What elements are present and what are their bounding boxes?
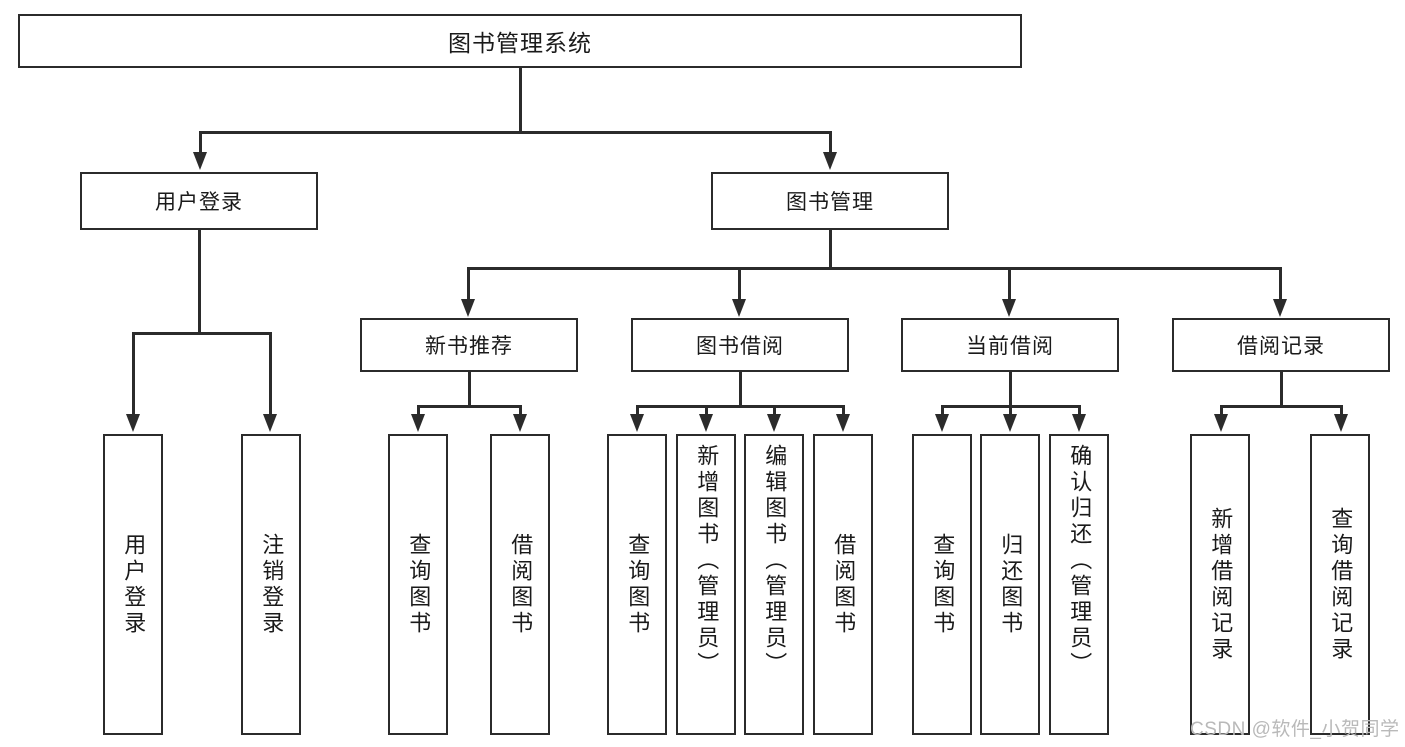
leaf-borrow-book-1[interactable]: 借阅图书	[490, 434, 550, 735]
leaf-add-record[interactable]: 新增借阅记录	[1190, 434, 1250, 735]
connector-borrow-record-drop-2	[1340, 405, 1343, 417]
leaf-label: 查询图书	[930, 532, 956, 637]
connector-lvl3-drop-3	[1008, 267, 1011, 301]
node-user-login[interactable]: 用户登录	[80, 172, 318, 230]
arrowhead-leaf-logout	[263, 414, 277, 432]
arrowhead-borrow-record	[1273, 299, 1287, 317]
connector-borrow-record-bus	[1220, 405, 1342, 408]
connector-root-stem	[519, 68, 522, 133]
connector-book-borrow-stem	[739, 372, 742, 408]
connector-user-login-drop-1	[132, 332, 135, 416]
node-borrow-record[interactable]: 借阅记录	[1172, 318, 1390, 372]
node-label: 当前借阅	[966, 335, 1054, 358]
connector-root-bus	[199, 131, 832, 134]
arrowhead-leaf-borrow-book-2	[836, 414, 850, 432]
node-label: 图书借阅	[696, 335, 784, 358]
node-book-management[interactable]: 图书管理	[711, 172, 949, 230]
connector-borrow-record-stem	[1280, 372, 1283, 408]
connector-lvl3-drop-4	[1279, 267, 1282, 301]
arrowhead-leaf-borrow-book-1	[513, 414, 527, 432]
arrowhead-leaf-add-book	[699, 414, 713, 432]
arrowhead-leaf-add-record	[1214, 414, 1228, 432]
arrowhead-leaf-confirm-return	[1072, 414, 1086, 432]
arrowhead-leaf-return-book	[1003, 414, 1017, 432]
connector-current-borrow-drop-1	[941, 405, 944, 417]
arrowhead-leaf-query-record	[1334, 414, 1348, 432]
node-label: 用户登录	[155, 191, 243, 214]
leaf-label: 新增借阅记录	[1208, 506, 1234, 663]
node-new-book-recommend[interactable]: 新书推荐	[360, 318, 578, 372]
leaf-add-book[interactable]: 新增图书（管理员）	[676, 434, 736, 735]
arrowhead-leaf-user-login	[126, 414, 140, 432]
node-current-borrow[interactable]: 当前借阅	[901, 318, 1119, 372]
arrowhead-leaf-query-book-2	[630, 414, 644, 432]
arrowhead-leaf-query-book-1	[411, 414, 425, 432]
connector-current-borrow-drop-2	[1009, 405, 1012, 417]
connector-new-book-drop-1	[417, 405, 420, 417]
leaf-borrow-book-2[interactable]: 借阅图书	[813, 434, 873, 735]
csdn-watermark: CSDN @软件_小贺同学	[1190, 719, 1400, 740]
connector-new-book-drop-2	[519, 405, 522, 417]
connector-user-login-stem	[198, 230, 201, 334]
leaf-edit-book[interactable]: 编辑图书（管理员）	[744, 434, 804, 735]
node-label: 图书管理系统	[448, 30, 592, 56]
node-label: 图书管理	[786, 191, 874, 214]
leaf-logout[interactable]: 注销登录	[241, 434, 301, 735]
node-label: 借阅记录	[1237, 335, 1325, 358]
connector-borrow-record-drop-1	[1220, 405, 1223, 417]
connector-new-book-bus	[417, 405, 521, 408]
connector-user-login-bus	[132, 332, 271, 335]
connector-book-borrow-drop-3	[773, 405, 776, 417]
node-label: 新书推荐	[425, 335, 513, 358]
connector-book-management-stem	[829, 230, 832, 270]
connector-lvl3-drop-1	[467, 267, 470, 301]
leaf-label: 编辑图书（管理员）	[762, 444, 788, 678]
node-book-borrow[interactable]: 图书借阅	[631, 318, 849, 372]
leaf-label: 查询图书	[406, 532, 432, 637]
leaf-query-book-1[interactable]: 查询图书	[388, 434, 448, 735]
connector-current-borrow-drop-3	[1078, 405, 1081, 417]
connector-book-borrow-drop-2	[705, 405, 708, 417]
connector-book-borrow-drop-1	[636, 405, 639, 417]
leaf-query-book-3[interactable]: 查询图书	[912, 434, 972, 735]
connector-lvl3-drop-2	[738, 267, 741, 301]
leaf-label: 借阅图书	[831, 532, 857, 637]
leaf-label: 归还图书	[998, 532, 1024, 637]
leaf-label: 用户登录	[121, 532, 147, 637]
connector-book-management-bus	[467, 267, 1282, 270]
leaf-query-record[interactable]: 查询借阅记录	[1310, 434, 1370, 735]
leaf-label: 确认归还（管理员）	[1067, 444, 1093, 678]
connector-new-book-stem	[468, 372, 471, 408]
arrowhead-new-book-recommend	[461, 299, 475, 317]
connector-root-drop-right	[829, 131, 832, 156]
connector-book-borrow-drop-4	[842, 405, 845, 417]
arrowhead-book-borrow	[732, 299, 746, 317]
connector-book-borrow-bus	[636, 405, 844, 408]
connector-user-login-drop-2	[269, 332, 272, 416]
leaf-confirm-return[interactable]: 确认归还（管理员）	[1049, 434, 1109, 735]
leaf-label: 注销登录	[259, 532, 285, 637]
leaf-label: 新增图书（管理员）	[694, 444, 720, 678]
arrowhead-current-borrow	[1002, 299, 1016, 317]
arrowhead-book-management	[823, 152, 837, 170]
leaf-query-book-2[interactable]: 查询图书	[607, 434, 667, 735]
leaf-label: 查询借阅记录	[1328, 506, 1354, 663]
node-root-system[interactable]: 图书管理系统	[18, 14, 1022, 68]
leaf-user-login[interactable]: 用户登录	[103, 434, 163, 735]
connector-current-borrow-stem	[1009, 372, 1012, 408]
arrowhead-leaf-edit-book	[767, 414, 781, 432]
leaf-label: 借阅图书	[508, 532, 534, 637]
arrowhead-user-login	[193, 152, 207, 170]
leaf-label: 查询图书	[625, 532, 651, 637]
arrowhead-leaf-query-book-3	[935, 414, 949, 432]
connector-root-drop-left	[199, 131, 202, 156]
leaf-return-book[interactable]: 归还图书	[980, 434, 1040, 735]
